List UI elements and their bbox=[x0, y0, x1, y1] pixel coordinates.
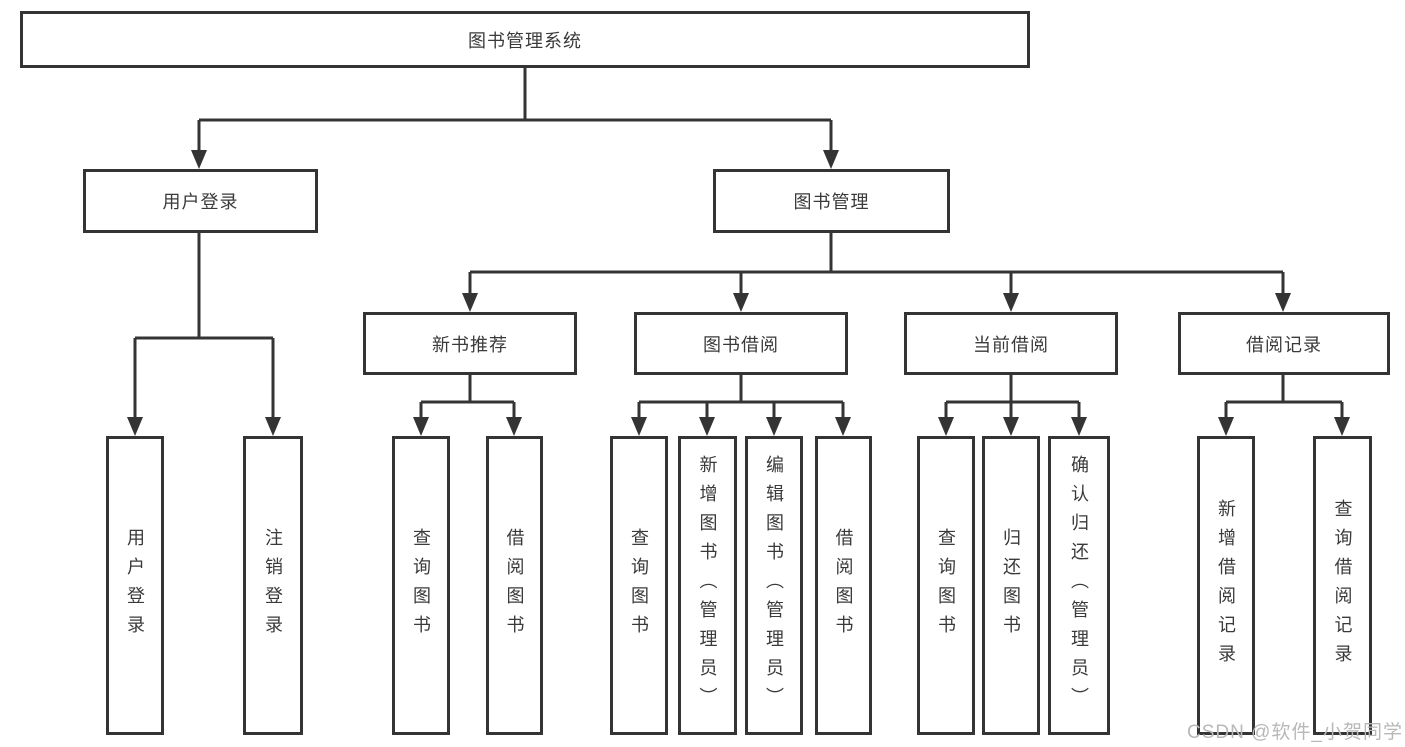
leaf-query-borrow-record: 查询借阅记录 bbox=[1313, 436, 1372, 735]
node-label: 查询图书 bbox=[936, 527, 956, 644]
arrowhead-icons bbox=[127, 150, 1350, 436]
node-label: 借阅图书 bbox=[833, 527, 854, 644]
node-label: 用户登录 bbox=[125, 527, 145, 644]
leaf-return-books: 归还图书 bbox=[982, 436, 1040, 735]
node-label: 借阅图书 bbox=[504, 527, 525, 644]
node-label: 确认归还（管理员） bbox=[1069, 455, 1089, 716]
node-label: 当前借阅 bbox=[973, 334, 1049, 355]
node-label: 图书管理 bbox=[793, 192, 870, 212]
leaf-logout: 注销登录 bbox=[243, 436, 303, 735]
node-label: 借阅记录 bbox=[1246, 334, 1322, 355]
node-new-book-recommend: 新书推荐 bbox=[363, 312, 577, 375]
node-label: 新书推荐 bbox=[432, 334, 508, 355]
node-label: 新增图书（管理员） bbox=[697, 455, 718, 716]
leaf-user-login: 用户登录 bbox=[106, 436, 164, 735]
node-label: 查询图书 bbox=[411, 527, 431, 644]
node-book-borrowing: 图书借阅 bbox=[634, 312, 848, 375]
node-user-login: 用户登录 bbox=[83, 169, 318, 233]
node-borrowing-records: 借阅记录 bbox=[1178, 312, 1390, 375]
node-label: 归还图书 bbox=[1001, 527, 1021, 644]
leaf-add-books-admin: 新增图书（管理员） bbox=[678, 436, 737, 735]
csdn-watermark: CSDN @软件_小贺同学 bbox=[1187, 722, 1403, 743]
node-label: 注销登录 bbox=[263, 527, 283, 644]
leaf-query-books-1: 查询图书 bbox=[392, 436, 450, 735]
node-book-management: 图书管理 bbox=[713, 169, 950, 233]
node-label: 新增借阅记录 bbox=[1216, 498, 1236, 673]
node-label: 查询图书 bbox=[629, 527, 649, 644]
node-root-system: 图书管理系统 bbox=[20, 11, 1030, 68]
leaf-query-books-2: 查询图书 bbox=[610, 436, 668, 735]
leaf-query-books-3: 查询图书 bbox=[917, 436, 975, 735]
leaf-borrow-books-1: 借阅图书 bbox=[486, 436, 543, 735]
leaf-borrow-books-2: 借阅图书 bbox=[815, 436, 872, 735]
leaf-confirm-return-admin: 确认归还（管理员） bbox=[1048, 436, 1110, 735]
node-label: 编辑图书（管理员） bbox=[764, 455, 784, 716]
node-label: 查询借阅记录 bbox=[1332, 498, 1353, 673]
node-label: 图书管理系统 bbox=[468, 30, 582, 51]
leaf-edit-books-admin: 编辑图书（管理员） bbox=[745, 436, 803, 735]
node-label: 用户登录 bbox=[162, 192, 239, 212]
leaf-add-borrow-record: 新增借阅记录 bbox=[1197, 436, 1255, 735]
node-label: 图书借阅 bbox=[703, 334, 779, 355]
node-current-borrowing: 当前借阅 bbox=[904, 312, 1118, 375]
